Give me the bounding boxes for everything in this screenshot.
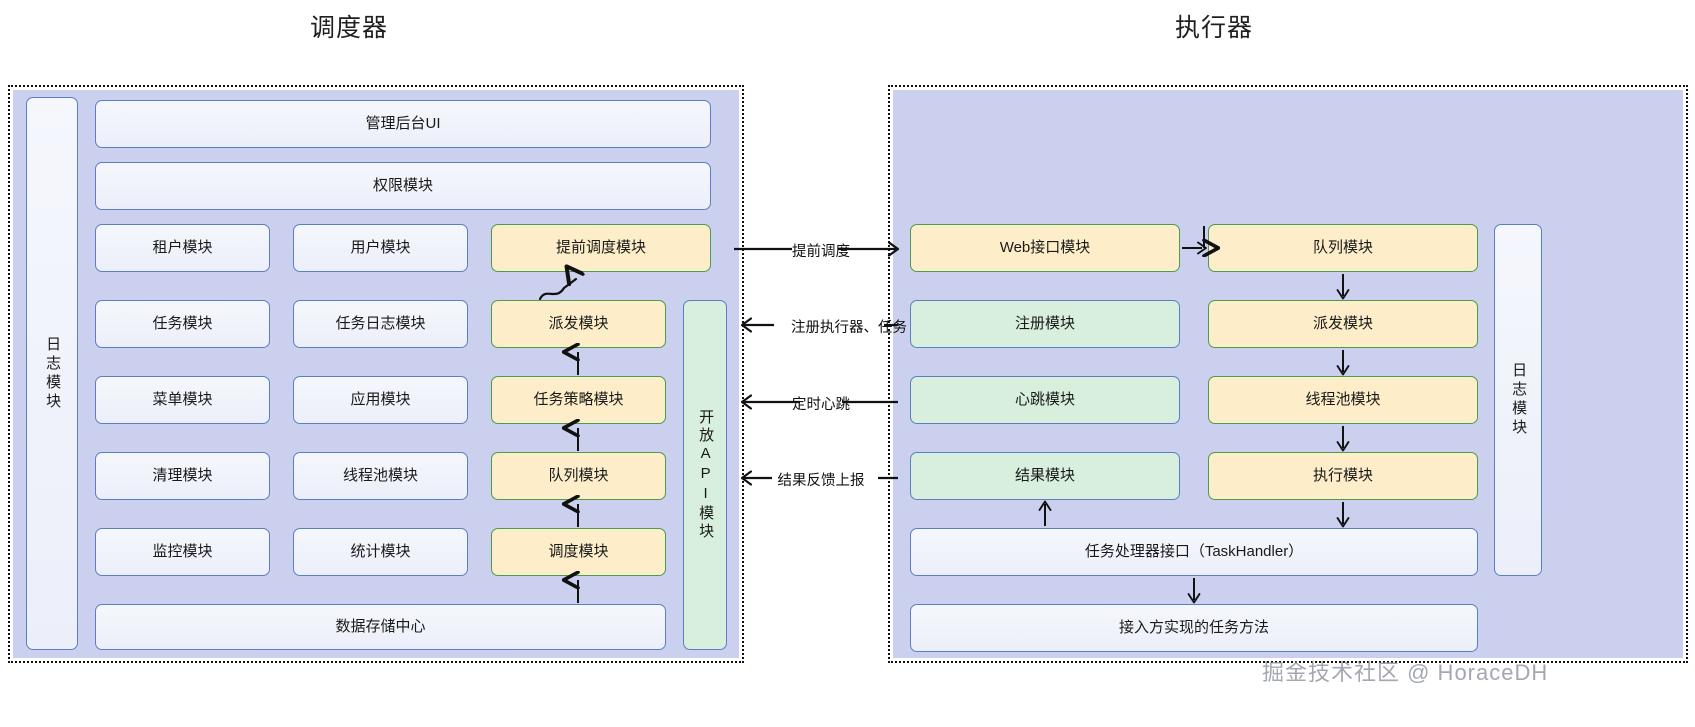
scheduler-box-task[interactable]: 任务模块: [95, 300, 270, 348]
executor-box-result[interactable]: 结果模块: [910, 452, 1180, 500]
executor-box-dispatch[interactable]: 派发模块: [1208, 300, 1478, 348]
connector-label-register: 注册执行器、任务: [791, 320, 907, 336]
executor-box-register[interactable]: 注册模块: [910, 300, 1180, 348]
scheduler-box-queue[interactable]: 队列模块: [491, 452, 666, 500]
scheduler-box-task-policy[interactable]: 任务策略模块: [491, 376, 666, 424]
watermark: 掘金技术社区 @ HoraceDH: [1262, 660, 1549, 685]
scheduler-box-task-log[interactable]: 任务日志模块: [293, 300, 468, 348]
executor-panel: Web接口模块 队列模块 注册模块 派发模块 心跳模块 线程池模块 结果模块 执…: [888, 85, 1688, 663]
scheduler-box-dispatch[interactable]: 派发模块: [491, 300, 666, 348]
scheduler-log-module[interactable]: 日志模块: [26, 97, 78, 650]
executor-log-module[interactable]: 日志模块: [1494, 224, 1542, 576]
scheduler-box-user[interactable]: 用户模块: [293, 224, 468, 272]
scheduler-box-statistics[interactable]: 统计模块: [293, 528, 468, 576]
scheduler-box-threadpool[interactable]: 线程池模块: [293, 452, 468, 500]
executor-box-user-impl[interactable]: 接入方实现的任务方法: [910, 604, 1478, 652]
scheduler-panel: 日志模块 管理后台UI 权限模块 租户模块 用户模块 提前调度模块 任务模块 任…: [8, 85, 744, 663]
scheduler-box-monitor[interactable]: 监控模块: [95, 528, 270, 576]
scheduler-box-menu[interactable]: 菜单模块: [95, 376, 270, 424]
connector-label-heartbeat: 定时心跳: [792, 397, 850, 413]
page-title-scheduler: 调度器: [310, 14, 389, 42]
scheduler-box-schedule[interactable]: 调度模块: [491, 528, 666, 576]
scheduler-box-data-store[interactable]: 数据存储中心: [95, 604, 666, 650]
executor-box-heartbeat[interactable]: 心跳模块: [910, 376, 1180, 424]
executor-box-execute[interactable]: 执行模块: [1208, 452, 1478, 500]
executor-box-web-api[interactable]: Web接口模块: [910, 224, 1180, 272]
page-title-executor: 执行器: [1175, 14, 1254, 42]
scheduler-box-permission[interactable]: 权限模块: [95, 162, 711, 210]
scheduler-box-clean[interactable]: 清理模块: [95, 452, 270, 500]
scheduler-box-pre-schedule[interactable]: 提前调度模块: [491, 224, 711, 272]
scheduler-box-app[interactable]: 应用模块: [293, 376, 468, 424]
scheduler-box-admin-ui[interactable]: 管理后台UI: [95, 100, 711, 148]
executor-box-threadpool[interactable]: 线程池模块: [1208, 376, 1478, 424]
scheduler-box-open-api[interactable]: 开放API模块: [683, 300, 727, 650]
scheduler-box-tenant[interactable]: 租户模块: [95, 224, 270, 272]
executor-box-task-handler[interactable]: 任务处理器接口（TaskHandler）: [910, 528, 1478, 576]
executor-box-queue[interactable]: 队列模块: [1208, 224, 1478, 272]
connector-label-pre-schedule: 提前调度: [792, 244, 850, 260]
connector-label-result-report: 结果反馈上报: [777, 473, 865, 489]
